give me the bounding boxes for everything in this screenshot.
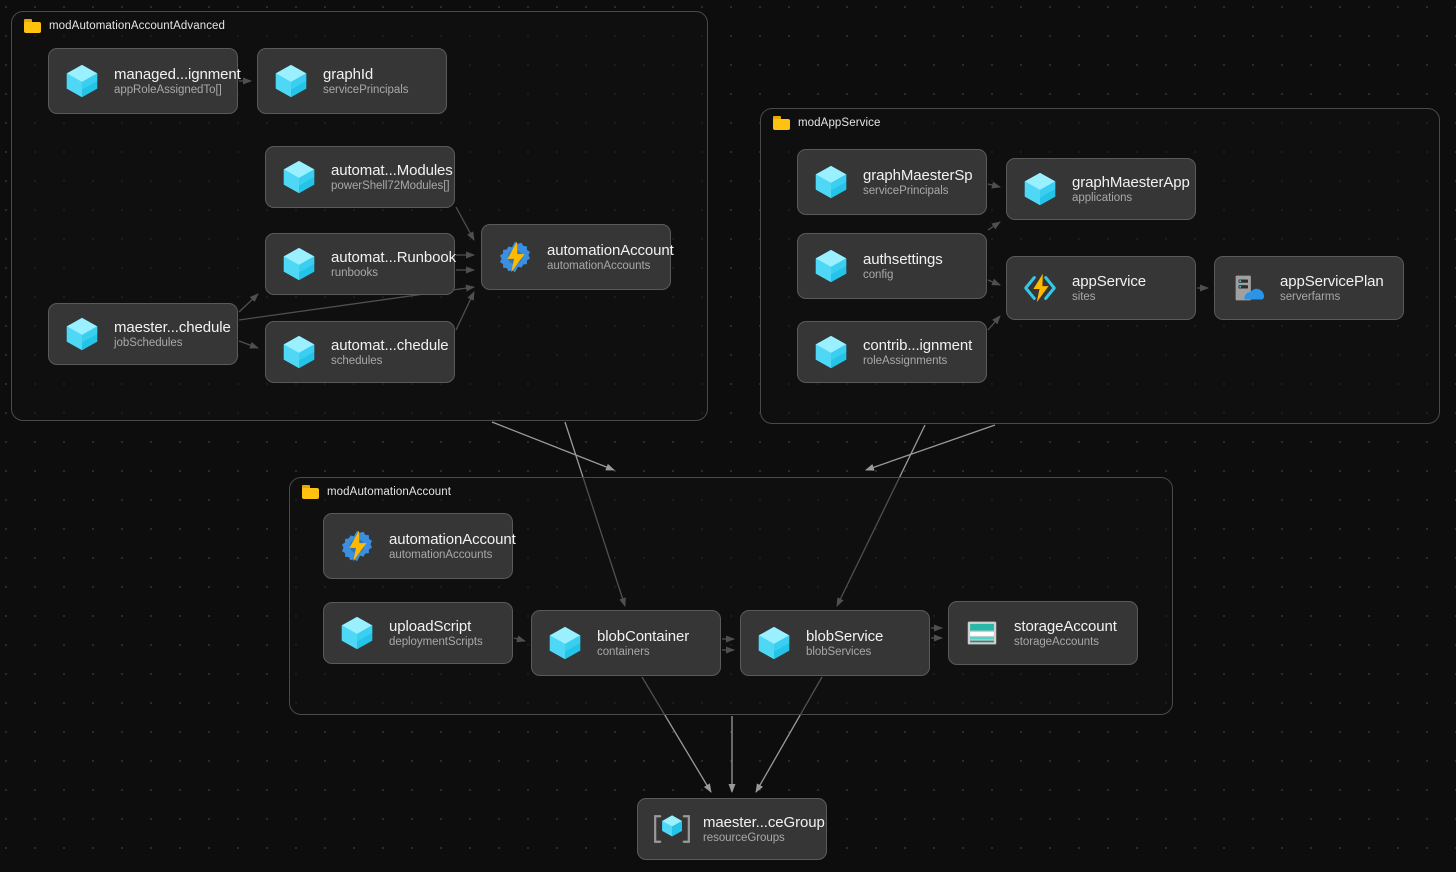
resource-cube-icon [272, 62, 310, 100]
automation-account-icon [338, 527, 376, 565]
node-title: automat...Runbook [331, 249, 457, 266]
node-subtitle: serverfarms [1280, 291, 1341, 303]
edge-adv-to-modautomation [491, 421, 615, 471]
node-title: maester...chedule [114, 319, 231, 336]
resource-cube-icon [1021, 170, 1059, 208]
resource-cube-icon [755, 624, 793, 662]
node-subtitle: config [863, 269, 894, 281]
group-header: modAppService [773, 116, 880, 130]
node-subtitle: blobServices [806, 646, 872, 658]
app-service-plan-icon [1229, 269, 1267, 307]
resource-cube-icon [280, 245, 318, 283]
group-header: modAutomationAccountAdvanced [24, 19, 225, 33]
node-title: authsettings [863, 251, 943, 268]
folder-icon [302, 485, 319, 499]
node-subtitle: roleAssignments [863, 355, 948, 367]
folder-icon [24, 19, 41, 33]
node-subtitle: jobSchedules [114, 337, 183, 349]
node-title: automat...Modules [331, 162, 453, 179]
automation-account-icon [496, 238, 534, 276]
group-header: modAutomationAccount [302, 485, 451, 499]
node-title: uploadScript [389, 618, 472, 635]
resource-cube-icon [63, 62, 101, 100]
node-subtitle: storageAccounts [1014, 636, 1099, 648]
node-title: automat...chedule [331, 337, 449, 354]
node-title: graphId [323, 66, 374, 83]
node-title: storageAccount [1014, 618, 1117, 635]
node-subtitle: appRoleAssignedTo[] [114, 84, 222, 96]
node-subtitle: automationAccounts [389, 549, 493, 561]
group-title: modAppService [798, 117, 881, 129]
resource-cube-icon [812, 247, 850, 285]
resource-cube-icon [280, 158, 318, 196]
node-subtitle: deploymentScripts [389, 636, 483, 648]
node-title: managed...ignment [114, 66, 241, 83]
node-subtitle: automationAccounts [547, 260, 651, 272]
node-subtitle: runbooks [331, 267, 378, 279]
node-subtitle: powerShell72Modules[] [331, 180, 450, 192]
resource-group-icon [652, 810, 690, 848]
node-subtitle: resourceGroups [703, 832, 785, 844]
node-title: automationAccount [547, 242, 674, 259]
edge-appservice-to-modautomation [865, 424, 996, 471]
resource-cube-icon [338, 614, 376, 652]
node-subtitle: servicePrincipals [863, 185, 949, 197]
resource-cube-icon [280, 333, 318, 371]
node-subtitle: sites [1072, 291, 1096, 303]
node-title: blobService [806, 628, 884, 645]
node-title: graphMaesterSp [863, 167, 973, 184]
node-subtitle: containers [597, 646, 650, 658]
folder-icon [773, 116, 790, 130]
node-title: appService [1072, 273, 1147, 290]
node-title: contrib...ignment [863, 337, 973, 354]
node-title: appServicePlan [1280, 273, 1384, 290]
group-title: modAutomationAccountAdvanced [49, 20, 226, 32]
node-subtitle: schedules [331, 355, 383, 367]
resource-cube-icon [63, 315, 101, 353]
node-title: blobContainer [597, 628, 690, 645]
resource-cube-icon [812, 333, 850, 371]
group-title: modAutomationAccount [327, 486, 452, 498]
node-title: maester...ceGroup [703, 814, 825, 831]
node-title: automationAccount [389, 531, 516, 548]
resource-cube-icon [546, 624, 584, 662]
node-title: graphMaesterApp [1072, 174, 1190, 191]
app-service-icon [1021, 269, 1059, 307]
node-subtitle: applications [1072, 192, 1133, 204]
node-subtitle: servicePrincipals [323, 84, 409, 96]
resource-cube-icon [812, 163, 850, 201]
storage-account-icon [963, 614, 1001, 652]
